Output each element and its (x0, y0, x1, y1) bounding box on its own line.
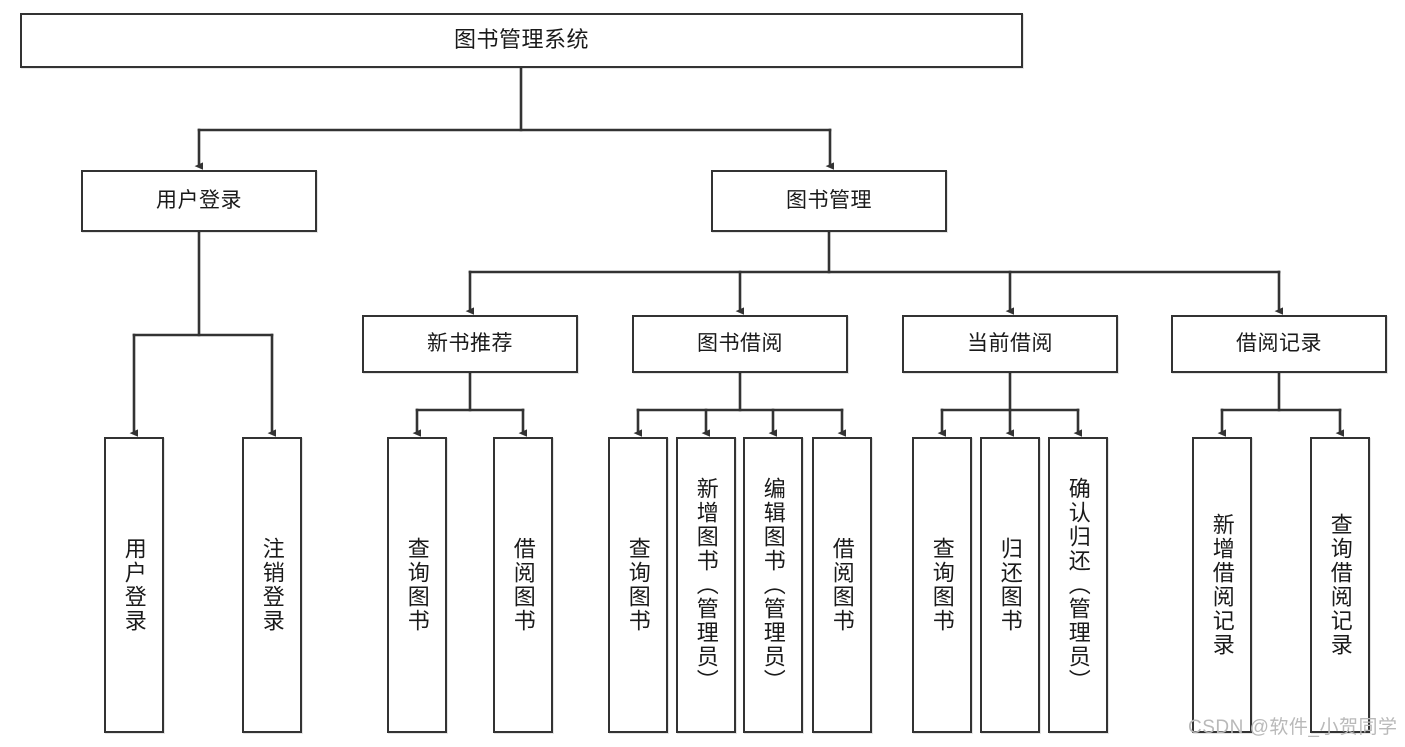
node-label: 新增图书（管理员） (693, 477, 719, 693)
leaf-rec-add[interactable]: 新增借阅记录 (1192, 437, 1252, 733)
node-label: 查询图书 (404, 537, 430, 633)
node-current-borrow[interactable]: 当前借阅 (902, 315, 1118, 373)
node-label: 用户登录 (121, 537, 147, 633)
node-label: 借阅图书 (510, 537, 536, 633)
node-label: 图书管理 (786, 189, 872, 213)
leaf-rec-search[interactable]: 查询借阅记录 (1310, 437, 1370, 733)
node-label: 新增借阅记录 (1209, 513, 1235, 657)
leaf-rec-borrow[interactable]: 借阅图书 (493, 437, 553, 733)
leaf-borrow-lend[interactable]: 借阅图书 (812, 437, 872, 733)
node-label: 归还图书 (997, 537, 1023, 633)
node-book-manage[interactable]: 图书管理 (711, 170, 947, 232)
csdn-watermark: CSDN @软件_小贺同学 (1188, 717, 1398, 738)
node-label: 图书借阅 (697, 332, 783, 356)
node-book-borrow[interactable]: 图书借阅 (632, 315, 848, 373)
leaf-user-logout[interactable]: 注销登录 (242, 437, 302, 733)
node-label: 借阅记录 (1236, 332, 1322, 356)
leaf-rec-query[interactable]: 查询图书 (387, 437, 447, 733)
node-label: 用户登录 (156, 189, 242, 213)
node-label: 编辑图书（管理员） (760, 477, 786, 693)
leaf-borrow-edit[interactable]: 编辑图书（管理员） (743, 437, 803, 733)
leaf-borrow-add[interactable]: 新增图书（管理员） (676, 437, 736, 733)
node-label: 借阅图书 (829, 537, 855, 633)
node-label: 注销登录 (259, 537, 285, 633)
node-label: 确认归还（管理员） (1065, 477, 1091, 693)
node-user-login[interactable]: 用户登录 (81, 170, 317, 232)
node-label: 当前借阅 (967, 332, 1053, 356)
node-label: 查询图书 (625, 537, 651, 633)
node-new-book-rec[interactable]: 新书推荐 (362, 315, 578, 373)
leaf-cur-query[interactable]: 查询图书 (912, 437, 972, 733)
leaf-user-login[interactable]: 用户登录 (104, 437, 164, 733)
node-label: 图书管理系统 (453, 27, 589, 53)
node-label: 查询图书 (929, 537, 955, 633)
leaf-cur-confirm[interactable]: 确认归还（管理员） (1048, 437, 1108, 733)
node-borrow-record[interactable]: 借阅记录 (1171, 315, 1387, 373)
node-label: 新书推荐 (427, 332, 513, 356)
node-label: 查询借阅记录 (1327, 513, 1353, 657)
leaf-borrow-query[interactable]: 查询图书 (608, 437, 668, 733)
leaf-cur-return[interactable]: 归还图书 (980, 437, 1040, 733)
node-root-图书管理系统[interactable]: 图书管理系统 (20, 13, 1023, 68)
